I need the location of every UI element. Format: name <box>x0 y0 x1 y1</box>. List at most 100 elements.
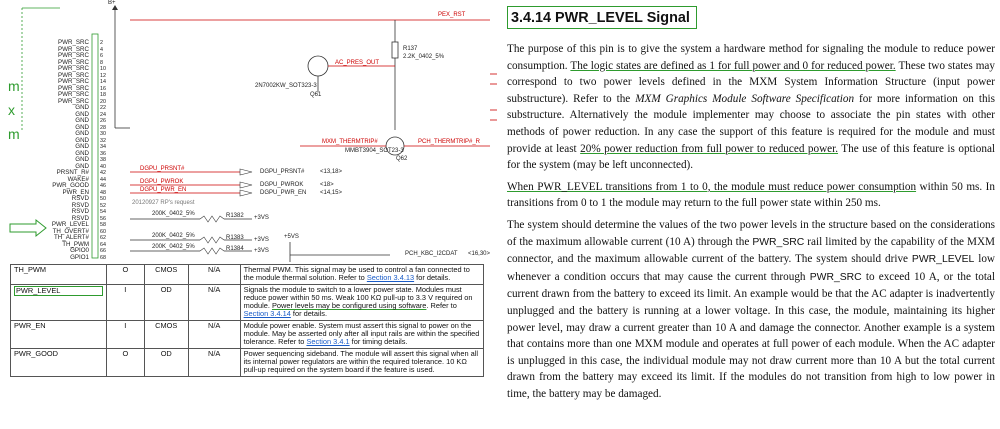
p3-signal-pwr-src-2: PWR_SRC <box>809 271 862 283</box>
signal-type: OD <box>143 283 189 321</box>
signal-direction: O <box>105 264 145 285</box>
connector-pin-number: 16 <box>100 85 106 92</box>
desc-highlight: Power levels may be configured using sof… <box>271 301 427 311</box>
connector-pin-label: GND <box>75 156 89 163</box>
r137-value: 2.2K_0402_5% <box>403 54 445 60</box>
connector-pin-number: 20 <box>100 98 106 105</box>
dgpu-pwr-en-red: DGPU_PWR_EN <box>140 187 187 193</box>
r1383-ref: R1383 <box>226 235 244 241</box>
signal-direction: O <box>105 347 145 377</box>
bplus-label: B+ <box>108 0 116 6</box>
connector-pin-number: 60 <box>100 228 106 235</box>
p3-text-d: to exceed 10 A, or the total current dra… <box>507 270 995 400</box>
signal-name: PWR_GOOD <box>10 347 107 377</box>
dgpu-pwrok-ref: <18> <box>320 182 334 188</box>
connector-pin-label: GND <box>75 123 89 131</box>
connector-pin-label: GND <box>75 104 89 111</box>
connector-pin-number: 12 <box>100 72 106 79</box>
connector-pin-label: GND <box>75 149 89 157</box>
connector-pin-label: TH_PWM <box>62 240 89 248</box>
p1-text-b: These two states may correspond to two p… <box>507 59 995 105</box>
connector-pin-label: GND <box>75 130 89 137</box>
signal-name: PWR_LEVEL <box>14 285 103 296</box>
pch-kbc-net: PCH_KBC_I2CDAT <box>405 251 458 257</box>
connector-pin-label: GND <box>75 136 89 144</box>
connector-pin-number: 32 <box>100 137 106 144</box>
p3-text-b: rail limited by the capability of the MX… <box>507 235 996 266</box>
dgpu-pwrok-label: DGPU_PWROK <box>260 182 304 188</box>
connector-pin-number: 18 <box>100 92 106 98</box>
paragraph-1: The purpose of this pin is to give the s… <box>507 41 995 174</box>
section-link[interactable]: Section 3.4.1 <box>306 337 350 347</box>
connector-pin-label: TH_OVERT# <box>52 227 89 235</box>
connector-pin-number: 30 <box>100 131 106 137</box>
dgpu-pwr-en-label: DGPU_PWR_EN <box>260 190 307 196</box>
connector-pin-number: 42 <box>100 170 106 176</box>
connector-pin-label: PWR_SRC <box>58 58 89 66</box>
r1382-value: 200K_0402_5% <box>152 211 195 217</box>
connector-pin-number: 64 <box>100 241 106 248</box>
signal-name: TH_PWM <box>10 264 107 285</box>
signal-name: PWR_EN <box>10 319 107 349</box>
connector-pin-number: 2 <box>100 40 103 46</box>
r1384-ref: R1384 <box>226 246 244 252</box>
connector-pin-number: 58 <box>100 222 106 228</box>
table-row: PWR_GOOD O OD N/A Power sequencing sideb… <box>10 347 485 377</box>
p3-signal-pwr-src: PWR_SRC <box>752 236 805 248</box>
section-link[interactable]: Section 3.4.14 <box>243 309 291 319</box>
connector-pin-number: 4 <box>100 46 103 53</box>
signal-direction: I <box>105 319 145 349</box>
q61-ref: Q61 <box>310 92 322 98</box>
desc-text-mid: . Refer to <box>426 301 457 311</box>
signal-type: OD <box>143 347 189 377</box>
mxm-thermtrip-net: MXM_THERMTRIP# <box>322 139 378 145</box>
connector-pin-label: TH_ALERT# <box>54 234 89 241</box>
pch-thermtrip-net: PCH_THERMTRIP#_R <box>418 139 481 145</box>
rp-request-note: 20120927 RP's request <box>132 200 195 206</box>
connector-pin-number: 50 <box>100 196 106 202</box>
signal-pull: N/A <box>187 347 241 377</box>
spec-document: 3.4.14 PWR_LEVEL Signal The purpose of t… <box>507 0 995 429</box>
pch-kbc-ref: <16,30> <box>468 251 491 257</box>
connector-pin-label: WAKE# <box>67 175 89 183</box>
signal-description: Power sequencing sideband. The module wi… <box>239 347 485 377</box>
connector-pin-label: GND <box>75 143 89 150</box>
p3-text-a: The system should determine the values o… <box>507 218 995 248</box>
signal-direction: I <box>105 283 145 321</box>
table-row: PWR_EN I CMOS N/A Module power enable. S… <box>10 319 485 349</box>
connector-pin-number: 68 <box>100 254 106 261</box>
r1383-value: 200K_0402_5% <box>152 233 195 239</box>
connector-pin-number: 52 <box>100 202 106 209</box>
connector-pin-label: PWR_EN <box>62 188 89 196</box>
r1384-value: 200K_0402_5% <box>152 244 195 250</box>
connector-pin-label: GND <box>75 110 89 118</box>
section-link[interactable]: Section 3.4.13 <box>366 273 415 283</box>
signal-name-cell: PWR_LEVEL <box>10 283 107 321</box>
rail-3vs-3: +3VS <box>254 248 269 254</box>
paragraph-2: When PWR_LEVEL transitions from 1 to 0, … <box>507 179 995 212</box>
connector-pin-label: RSVD <box>71 214 89 222</box>
connector-pin-number: 22 <box>100 105 106 111</box>
p2-underlined-transition: When PWR_LEVEL transitions from 1 to 0, … <box>507 180 917 193</box>
connector-pin-label: PWR_SRC <box>58 97 89 105</box>
connector-pin-number: 8 <box>100 59 103 66</box>
desc-text-end: for details. <box>414 273 451 283</box>
schematic-wires <box>9 5 497 262</box>
desc-text: Signals the module to switch to a lower … <box>243 284 473 311</box>
table-row: TH_PWM O CMOS N/A Thermal PWM. This sign… <box>10 264 485 285</box>
signal-table: TH_PWM O CMOS N/A Thermal PWM. This sign… <box>10 264 485 377</box>
q62-part: MMBT3904_SOT23-3 <box>345 148 404 154</box>
connector-pin-label: GND <box>75 117 89 124</box>
p1-text-c: for more information on this substructur… <box>507 92 996 155</box>
signal-pull: N/A <box>187 264 241 285</box>
desc-text: Module power enable. System must assert … <box>243 320 480 347</box>
paragraph-3: The system should determine the values o… <box>507 217 995 403</box>
rail-3vs-2: +3VS <box>254 237 269 243</box>
desc-text-end: for details. <box>290 309 328 319</box>
connector-pin-label: GPIO1 <box>70 253 89 261</box>
connector-pin-number: 54 <box>100 209 106 215</box>
p1-underlined-power-reduction: 20% power reduction from full power to r… <box>580 142 839 155</box>
connector-pin-number: 28 <box>100 124 106 131</box>
connector-pin-number: 38 <box>100 157 106 163</box>
connector-pin-label: RSVD <box>71 201 89 209</box>
